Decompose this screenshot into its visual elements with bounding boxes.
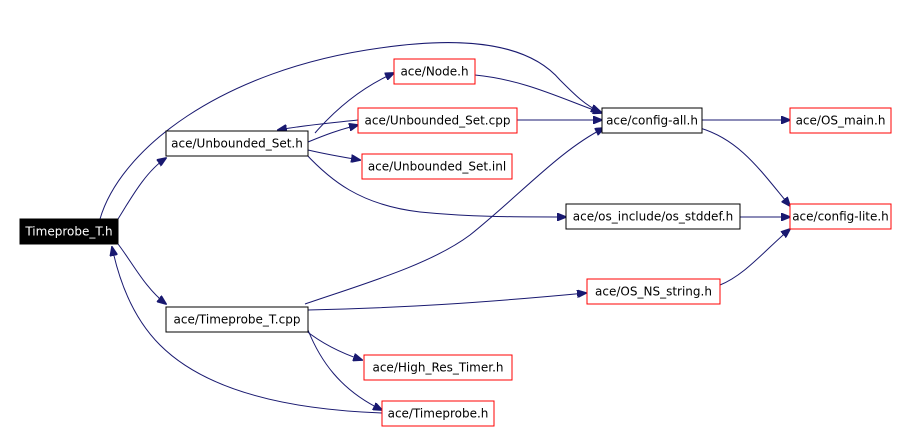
edge-os-ns-string-h-to-config-lite-h	[719, 229, 790, 286]
node-high-res-timer-h[interactable]: ace/High_Res_Timer.h	[363, 354, 513, 381]
edge-node-h-to-config-all-h	[474, 74, 602, 113]
node-label-os-main-h: ace/OS_main.h	[796, 114, 886, 128]
node-config-lite-h[interactable]: ace/config-lite.h	[789, 203, 892, 230]
edges	[99, 42, 790, 414]
node-label-high-res-timer-h: ace/High_Res_Timer.h	[372, 361, 503, 375]
node-unbounded-set-inl[interactable]: ace/Unbounded_Set.inl	[361, 153, 513, 180]
nodes: Timeprobe_T.h ace/Unbounded_Set.h ace/Ti…	[19, 58, 892, 427]
edge-timeprobe-t-cpp-to-os-ns-string-h	[307, 293, 586, 311]
edge-unbounded-set-h-to-unbounded-set-cpp	[307, 125, 358, 143]
node-timeprobe-t-cpp[interactable]: ace/Timeprobe_T.cpp	[165, 306, 309, 333]
node-box-timeprobe-t-cpp	[165, 306, 309, 333]
edge-timeprobe-t-cpp-to-high-res-timer-h	[304, 329, 362, 360]
node-label-unbounded-set-cpp: ace/Unbounded_Set.cpp	[365, 114, 511, 128]
node-unbounded-set-h[interactable]: ace/Unbounded_Set.h	[165, 130, 309, 157]
node-box-unbounded-set-cpp	[357, 107, 518, 134]
node-label-os-stddef-h: ace/os_include/os_stddef.h	[573, 210, 733, 224]
node-label-timeprobe-t-h: Timeprobe_T.h	[24, 225, 112, 239]
node-box-os-main-h	[789, 107, 892, 134]
node-box-os-stddef-h	[565, 203, 741, 230]
edge-timeprobe-t-h-to-unbounded-set-h	[117, 158, 166, 220]
node-os-main-h[interactable]: ace/OS_main.h	[789, 107, 892, 134]
node-os-stddef-h[interactable]: ace/os_include/os_stddef.h	[565, 203, 741, 230]
edge-timeprobe-t-h-to-timeprobe-t-cpp	[117, 243, 166, 304]
node-label-unbounded-set-inl: ace/Unbounded_Set.inl	[368, 160, 506, 174]
edge-unbounded-set-h-to-unbounded-set-inl	[307, 149, 360, 160]
node-label-config-all-h: ace/config-all.h	[606, 114, 698, 128]
edge-unbounded-set-cpp-to-unbounded-set-h	[278, 119, 359, 130]
node-label-os-ns-string-h: ace/OS_NS_string.h	[595, 285, 712, 299]
edge-unbounded-set-h-to-node-h	[314, 73, 394, 134]
node-label-config-lite-h: ace/config-lite.h	[792, 210, 889, 224]
node-box-unbounded-set-h	[165, 130, 309, 157]
node-node-h[interactable]: ace/Node.h	[393, 58, 476, 85]
node-config-all-h[interactable]: ace/config-all.h	[601, 107, 703, 134]
node-os-ns-string-h[interactable]: ace/OS_NS_string.h	[586, 278, 721, 305]
node-box-unbounded-set-inl	[361, 153, 513, 180]
node-box-os-ns-string-h	[586, 278, 721, 305]
node-box-timeprobe-h	[381, 400, 495, 427]
node-box-root	[19, 218, 119, 245]
node-timeprobe-t-h[interactable]: Timeprobe_T.h	[19, 218, 119, 245]
edge-timeprobe-t-h-to-config-all-h	[99, 42, 600, 220]
node-label-node-h: ace/Node.h	[400, 65, 468, 79]
node-label-timeprobe-t-cpp: ace/Timeprobe_T.cpp	[174, 313, 301, 327]
edge-unbounded-set-h-to-os-stddef-h	[304, 152, 566, 217]
edge-timeprobe-t-cpp-to-config-all-h	[304, 128, 604, 305]
edge-config-all-h-to-config-lite-h	[699, 127, 790, 206]
node-box-high-res-timer-h	[363, 354, 513, 381]
node-timeprobe-h[interactable]: ace/Timeprobe.h	[381, 400, 495, 427]
node-box-config-all-h	[601, 107, 703, 134]
edge-timeprobe-t-cpp-to-timeprobe-h	[307, 329, 382, 410]
node-box-config-lite-h	[789, 203, 892, 230]
node-box-node-h	[393, 58, 476, 85]
node-label-timeprobe-h: ace/Timeprobe.h	[388, 407, 489, 421]
edge-timeprobe-h-to-timeprobe-t-h	[112, 247, 383, 414]
node-unbounded-set-cpp[interactable]: ace/Unbounded_Set.cpp	[357, 107, 518, 134]
node-label-unbounded-set-h: ace/Unbounded_Set.h	[171, 137, 303, 151]
